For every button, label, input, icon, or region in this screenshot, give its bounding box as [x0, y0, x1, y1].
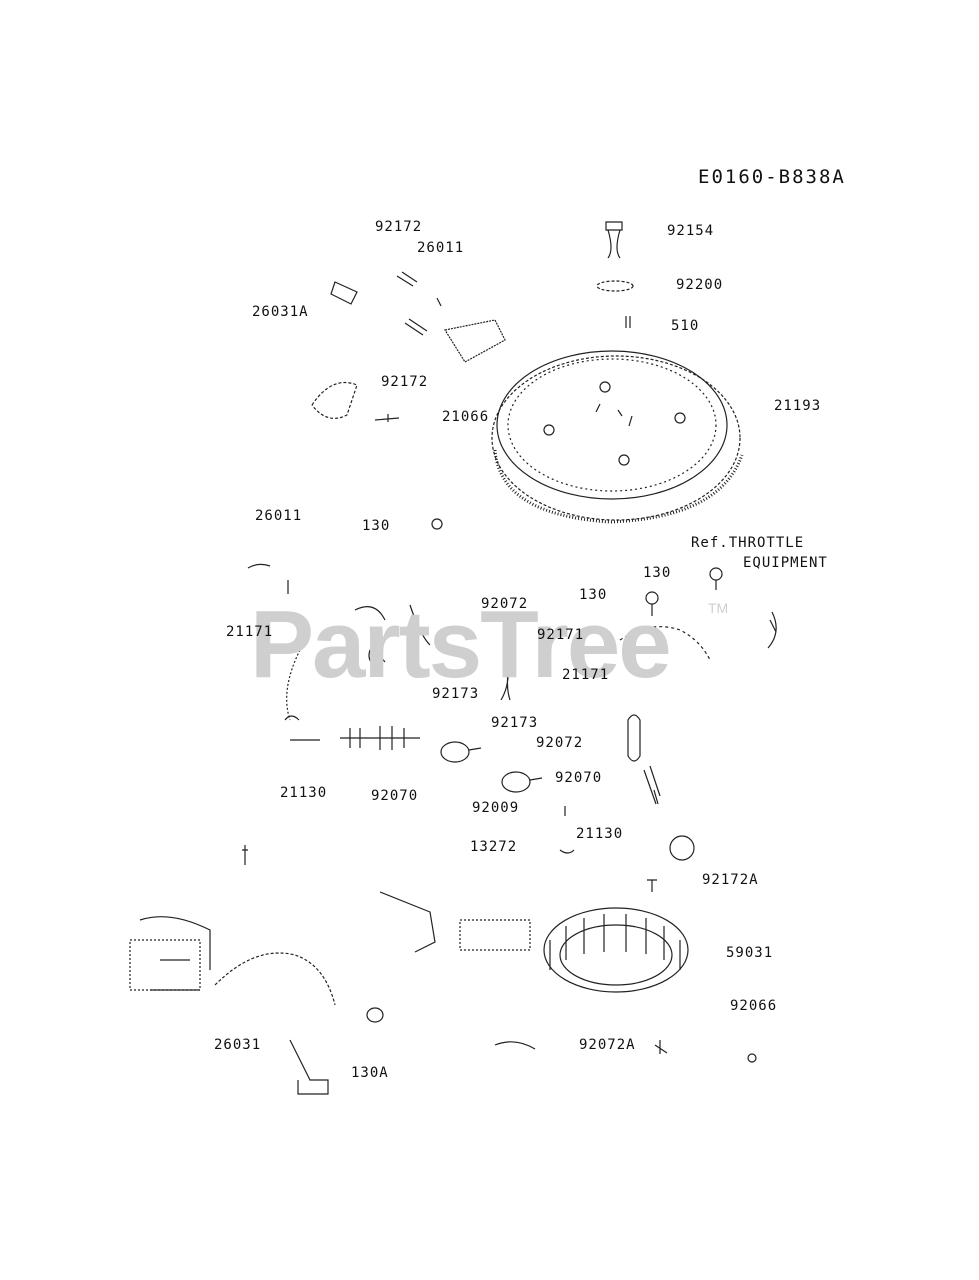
reference-note-line2: EQUIPMENT	[743, 555, 828, 571]
part-label-21130[interactable]: 21130	[280, 785, 328, 801]
reference-note-line1: Ref.THROTTLE	[691, 535, 805, 551]
ignition-connector-part[interactable]	[284, 715, 575, 854]
part-label-92070[interactable]: 92070	[555, 770, 603, 786]
part-label-13272[interactable]: 13272	[470, 839, 518, 855]
carburetor-assembly-part[interactable]	[129, 845, 757, 1095]
part-label-92072[interactable]: 92072	[536, 735, 584, 751]
ignition-coil-part[interactable]	[627, 714, 695, 892]
part-label-21171[interactable]: 21171	[562, 667, 610, 683]
diagram-code: E0160-B838A	[698, 166, 846, 188]
part-label-26031A[interactable]: 26031A	[252, 304, 309, 320]
part-label-92172[interactable]: 92172	[375, 219, 423, 235]
trademark-mark: TM	[708, 600, 729, 616]
part-label-92070[interactable]: 92070	[371, 788, 419, 804]
part-label-92009[interactable]: 92009	[472, 800, 520, 816]
part-label-21130[interactable]: 21130	[576, 826, 624, 842]
governor-link-part[interactable]	[286, 604, 777, 721]
part-label-21066[interactable]: 21066	[442, 409, 490, 425]
part-label-510[interactable]: 510	[671, 318, 700, 334]
part-label-92066[interactable]: 92066	[730, 998, 778, 1014]
part-label-92173[interactable]: 92173	[491, 715, 539, 731]
part-label-26011[interactable]: 26011	[255, 508, 303, 524]
part-label-92154[interactable]: 92154	[667, 223, 715, 239]
parts-tree-watermark: PartsTree	[250, 591, 672, 698]
flywheel-nut-part[interactable]	[596, 221, 634, 328]
part-label-92173[interactable]: 92173	[432, 686, 480, 702]
bolt-130-part[interactable]	[431, 518, 723, 616]
part-label-130[interactable]: 130	[362, 518, 391, 534]
part-label-21171[interactable]: 21171	[226, 624, 274, 640]
part-label-92200[interactable]: 92200	[676, 277, 724, 293]
part-label-92171[interactable]: 92171	[537, 627, 585, 643]
part-label-130[interactable]: 130	[579, 587, 608, 603]
part-label-92072A[interactable]: 92072A	[579, 1037, 636, 1053]
throttle-linkage-part[interactable]	[247, 271, 506, 594]
part-label-26031[interactable]: 26031	[214, 1037, 262, 1053]
flywheel-part[interactable]	[491, 350, 744, 524]
part-label-92172[interactable]: 92172	[381, 374, 429, 390]
part-label-21193[interactable]: 21193	[774, 398, 822, 414]
part-label-92172A[interactable]: 92172A	[702, 872, 759, 888]
part-label-130[interactable]: 130	[643, 565, 672, 581]
part-label-92072[interactable]: 92072	[481, 596, 529, 612]
part-label-130A[interactable]: 130A	[351, 1065, 389, 1081]
part-label-59031[interactable]: 59031	[726, 945, 774, 961]
part-label-26011[interactable]: 26011	[417, 240, 465, 256]
stator-part[interactable]	[543, 907, 689, 993]
